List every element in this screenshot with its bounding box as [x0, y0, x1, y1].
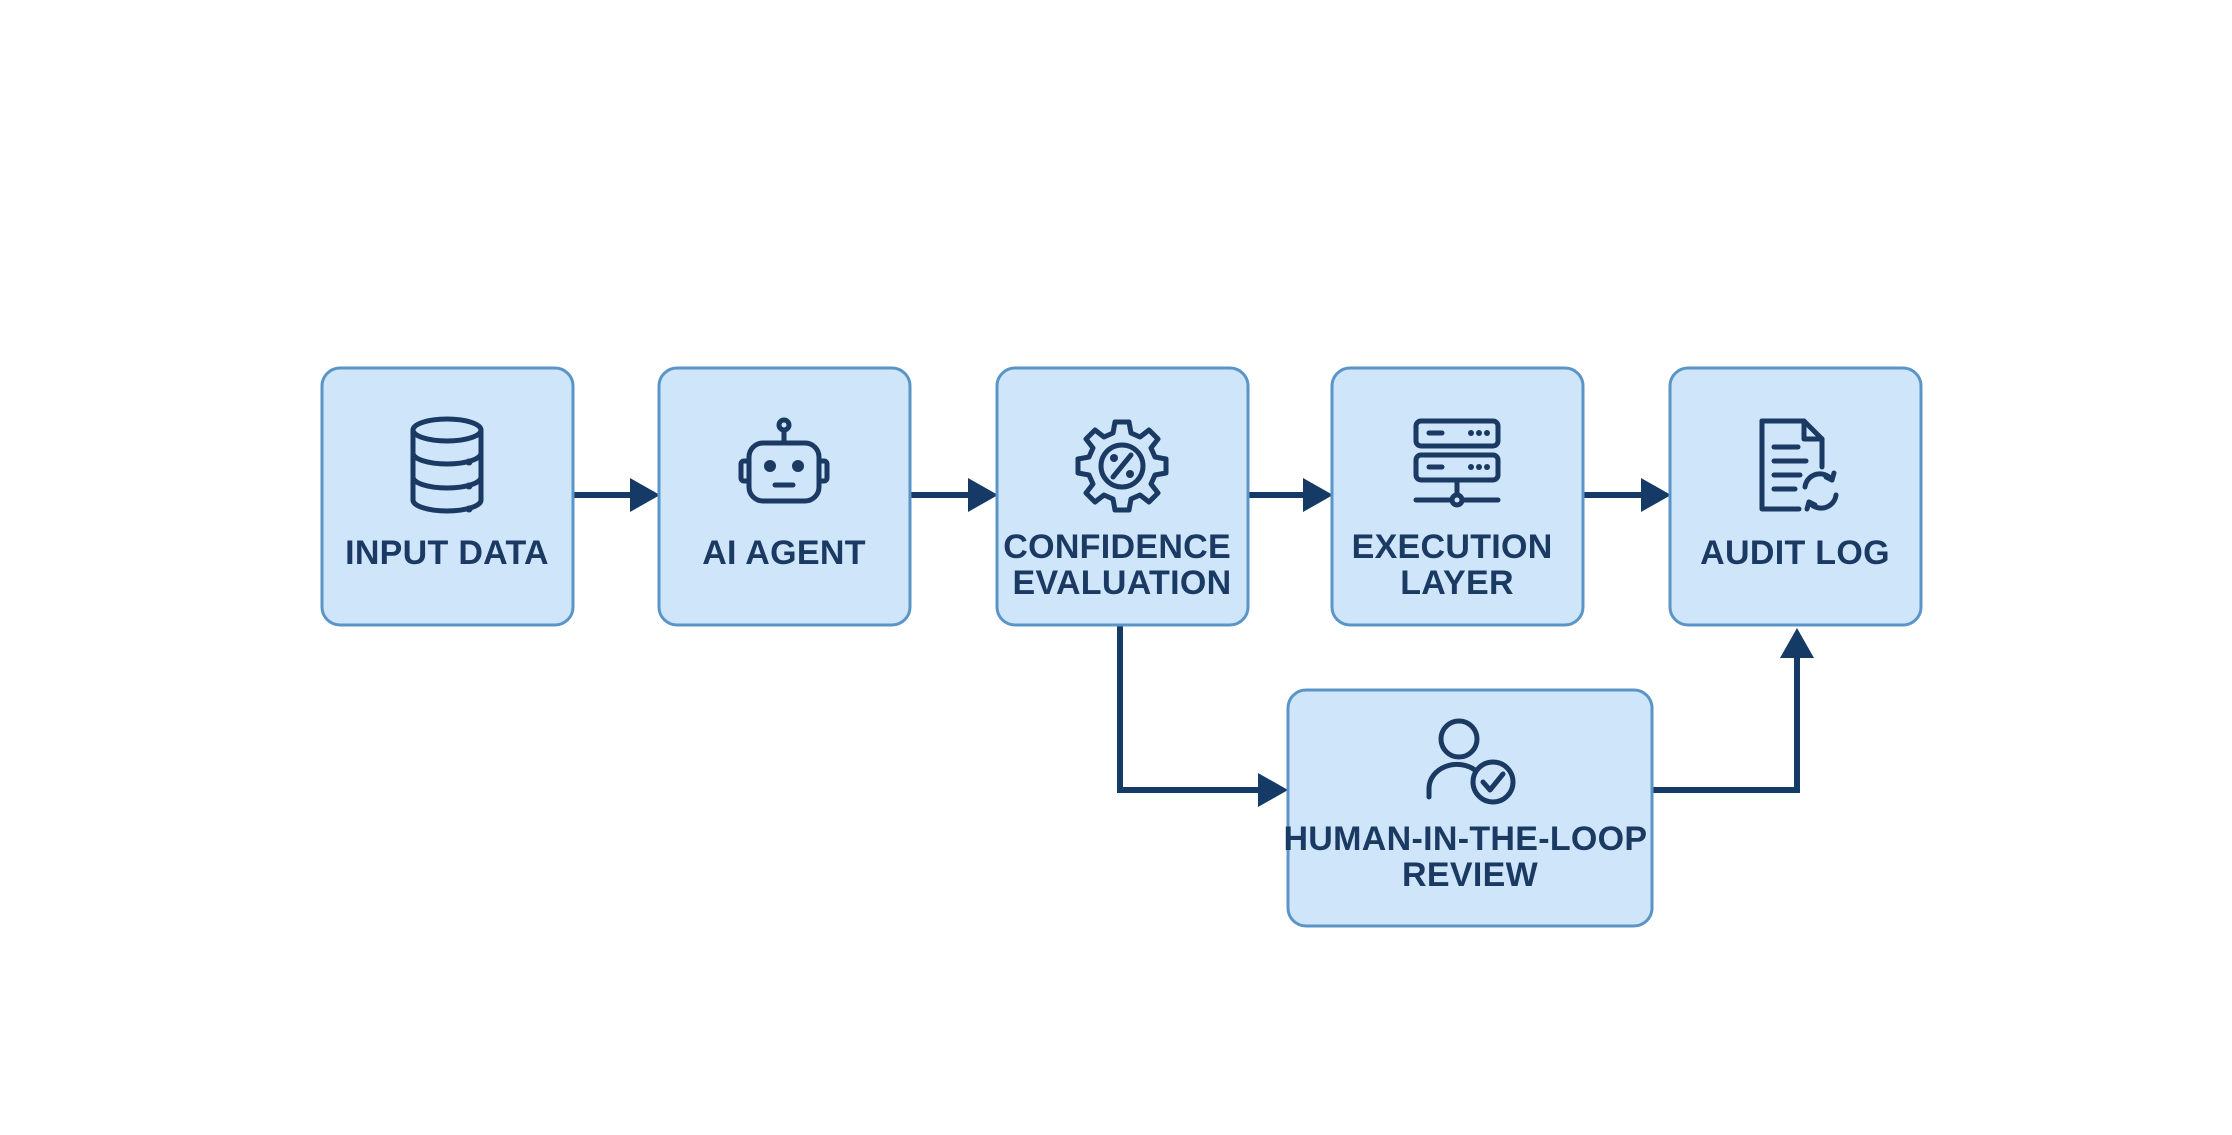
edge-human-review-to-audit-log: [1652, 628, 1814, 793]
edge-ai-agent-to-confidence-evaluation: [910, 478, 998, 512]
edge-input-data-to-ai-agent: [573, 478, 660, 512]
gear-percent-icon: [1075, 419, 1169, 513]
edge-confidence-evaluation-to-execution-layer: [1248, 478, 1333, 512]
node-audit-log: AUDIT LOG: [1668, 366, 1923, 627]
robot-icon: [738, 417, 830, 504]
node-ai-agent: AI AGENT: [657, 366, 912, 627]
node-audit-log-label: AUDIT LOG: [1700, 534, 1890, 572]
node-human-review-box: [1286, 688, 1654, 928]
node-confidence-evaluation-label: CONFIDENCE EVALUATION: [1003, 528, 1241, 602]
node-input-data: INPUT DATA: [320, 366, 575, 627]
node-confidence-evaluation: CONFIDENCE EVALUATION: [995, 366, 1250, 627]
node-ai-agent-label: AI AGENT: [702, 534, 866, 572]
node-confidence-evaluation-box: [995, 366, 1250, 627]
node-execution-layer: EXECUTION LAYER: [1330, 366, 1585, 627]
edge-execution-layer-to-audit-log: [1583, 478, 1671, 512]
node-execution-layer-label: EXECUTION LAYER: [1352, 528, 1563, 602]
connectors: [573, 478, 1814, 807]
edge-confidence-evaluation-to-human-review: [1117, 625, 1288, 807]
node-input-data-box: [320, 366, 575, 627]
node-audit-log-box: [1668, 366, 1923, 627]
user-check-icon: [1426, 718, 1516, 805]
node-human-review-label: HUMAN-IN-THE-LOOP REVIEW: [1283, 820, 1656, 894]
node-ai-agent-box: [657, 366, 912, 627]
document-sync-icon: [1759, 418, 1839, 512]
database-icon: [410, 416, 484, 514]
node-human-review: HUMAN-IN-THE-LOOP REVIEW: [1283, 688, 1656, 928]
node-input-data-label: INPUT DATA: [345, 534, 549, 572]
server-icon: [1413, 418, 1501, 508]
